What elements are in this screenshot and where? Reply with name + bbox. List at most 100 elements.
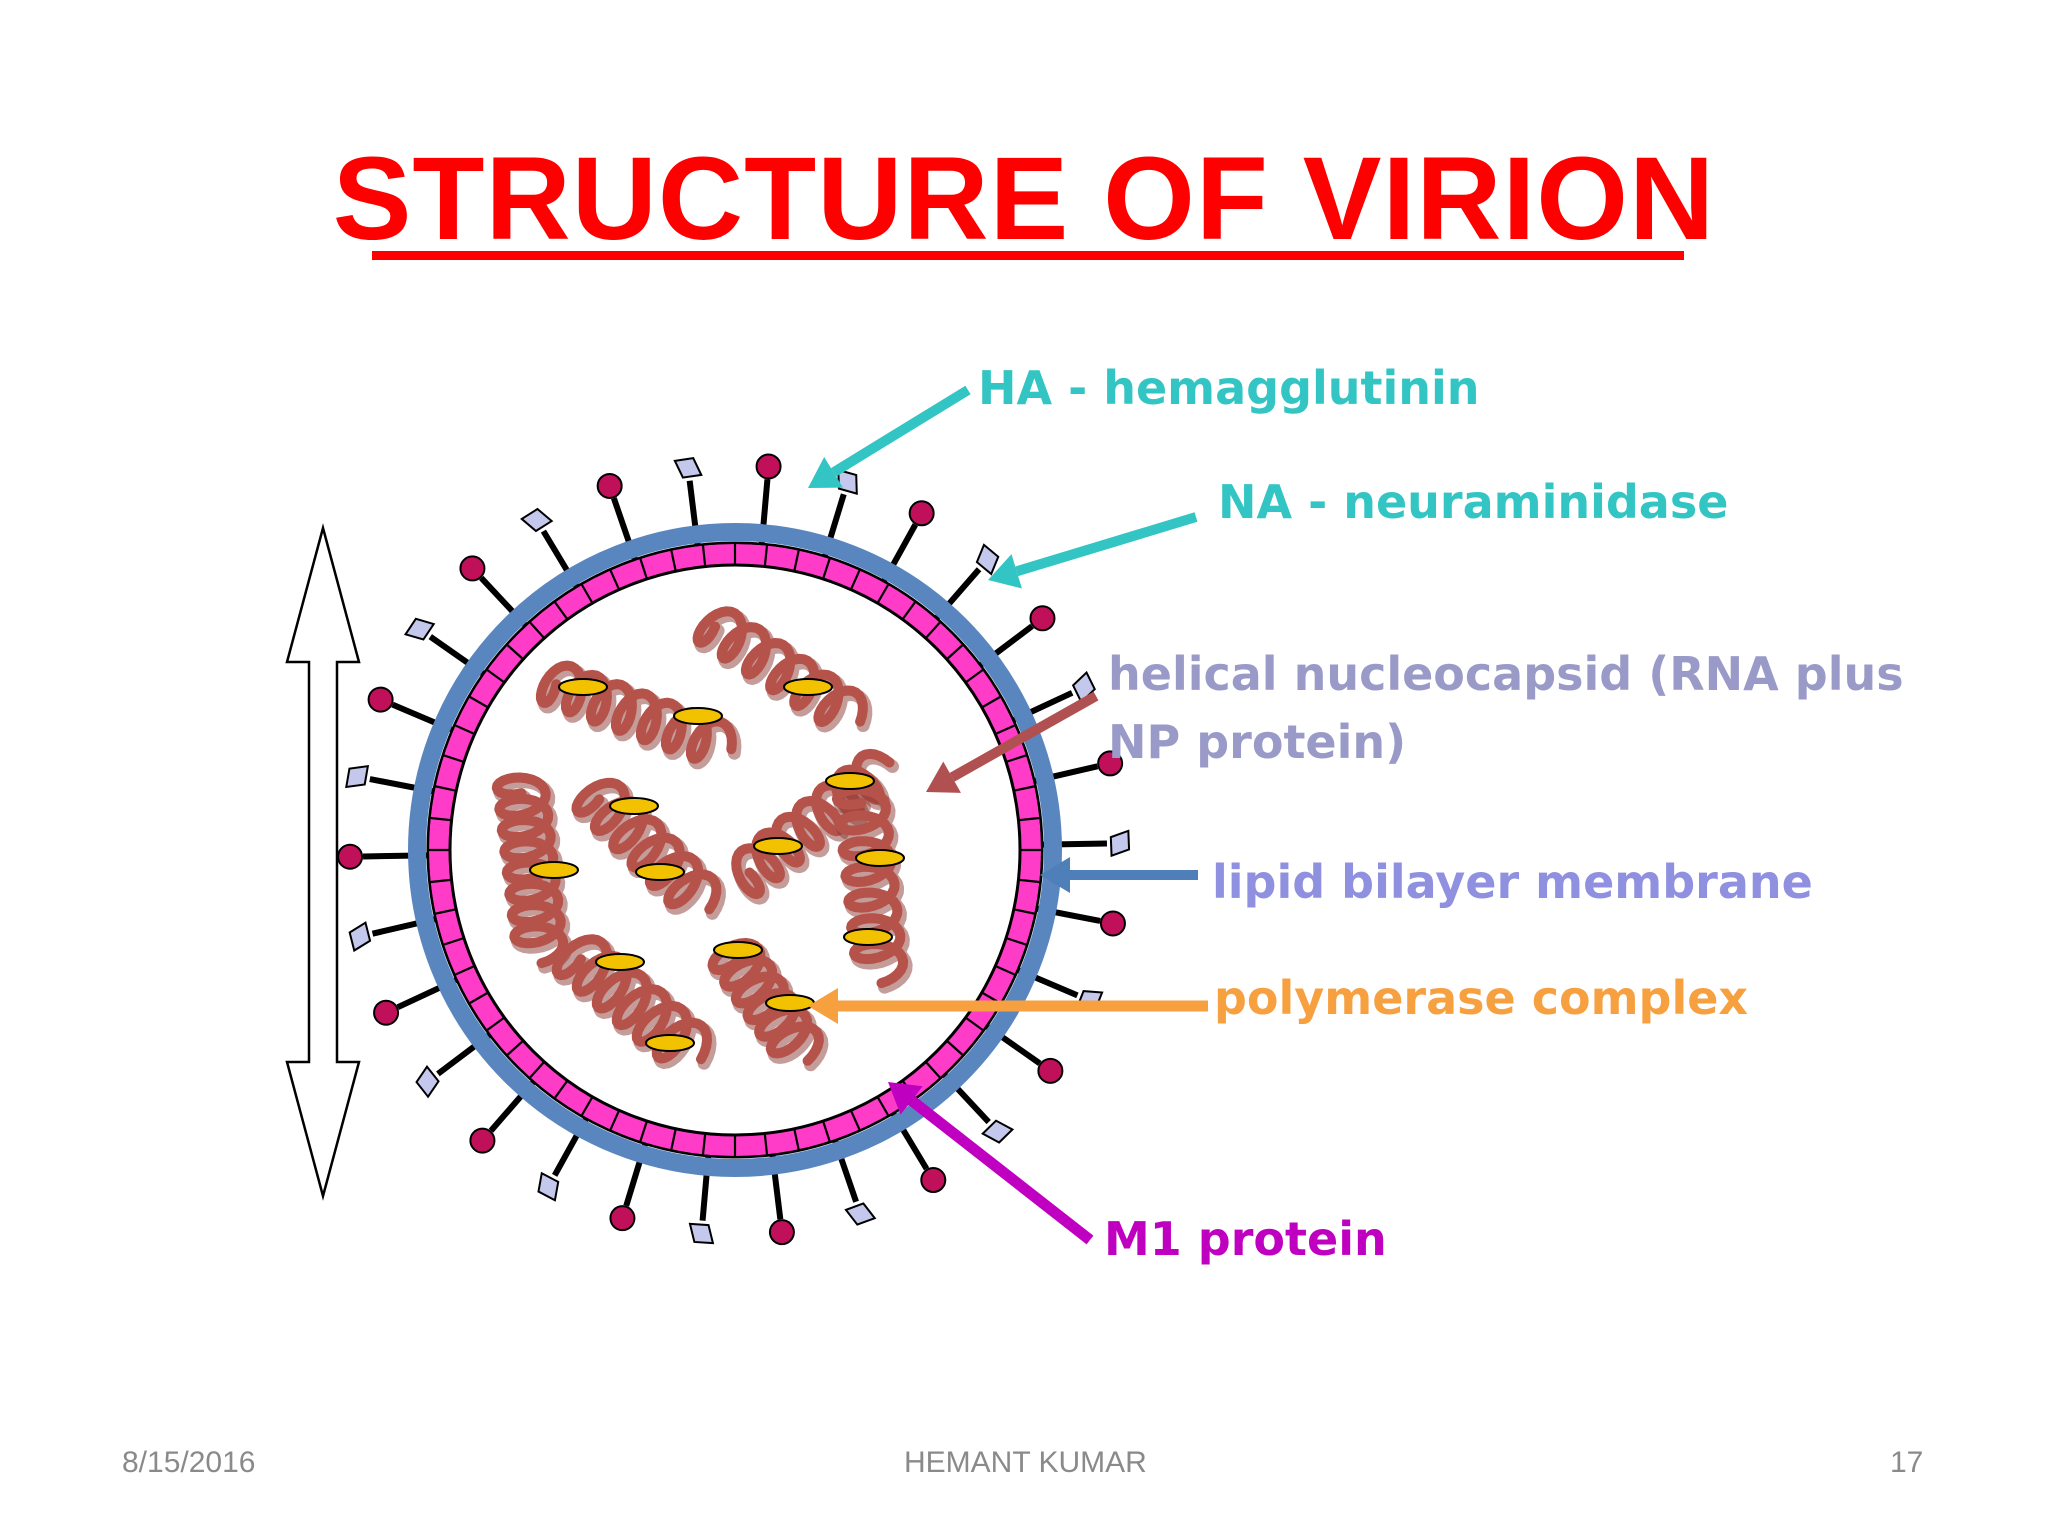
lipid-bilayer-membrane [408,523,1062,1177]
m1-tick [965,669,984,683]
m1-tick [902,601,916,620]
polymerase-complex [765,994,815,1012]
m1-tick [995,724,1015,735]
polymerase-complex [558,678,608,696]
m1-protein-arrow [888,1082,1094,1245]
m1-tick [995,965,1015,976]
slide-title: STRUCTURE OF VIRION [332,133,1716,265]
footer-author: HEMANT KUMAR [904,1446,1147,1479]
lipid-membrane-arrow [1040,857,1198,893]
m1-tick [529,1061,545,1079]
m1-tick [609,1110,620,1130]
m1-tick [443,937,464,946]
ha-spike-head [920,1167,947,1194]
m1-tick [430,816,451,822]
m1-tick [581,584,593,603]
m1-tick [670,550,677,571]
na-spike-head [975,543,1000,576]
ha-spike-head [1097,750,1124,777]
m1-outer-black-ring [427,542,1043,1158]
m1-tick [850,570,861,590]
m1-tick [1006,937,1027,946]
na-arrow [988,512,1198,589]
na-spike-head [345,764,370,789]
m1-tick [455,965,475,976]
m1-tick [925,1061,941,1079]
rna-helix [491,772,573,974]
m1-tick [639,1121,648,1142]
polymerase-complex [673,707,723,725]
ha-spike-head [373,999,400,1026]
m1-tick [435,785,456,792]
polymerase-complex [595,953,645,971]
m1-tick [469,696,488,708]
rna-helix [831,784,913,994]
helical-nucleocapsids [491,606,913,1072]
m1-tick [793,550,800,571]
na-spike-head [415,1065,440,1099]
ha-spike-head [337,843,364,870]
m1-tick [529,621,545,639]
polymerase-arrow [808,988,1208,1024]
ha-spike-head [755,453,782,480]
na-spike-head [520,507,554,533]
diameter-double-arrow [285,523,361,1201]
m1-tick [639,558,648,579]
ha-spike-head [908,500,935,527]
ha-spike-head [1099,910,1126,937]
m1-tick [1019,816,1040,822]
m1-tick [469,992,488,1004]
m1-tick [506,1040,524,1056]
polymerase-complex [843,928,893,946]
polymerase-complex [713,941,763,959]
m1-tick [701,545,707,566]
ha-spike-head [609,1205,636,1232]
m1-tick [946,1040,964,1056]
na-spike-head [981,1119,1015,1144]
na-spike-head [537,1171,560,1202]
ha-spike-head [1029,605,1056,632]
polymerase-complex [529,861,579,879]
polymerase-complex [783,678,833,696]
m1-segment-ticks [429,544,1041,1156]
polymerase-complexes [529,678,905,1052]
m1-tick [435,908,456,915]
label-arrows [808,385,1208,1245]
polymerase-complex [645,1034,695,1052]
m1-tick [1019,878,1040,884]
m1-tick [877,1097,889,1116]
rna-helix [707,938,829,1072]
m1-tick [1014,908,1035,915]
footer-date: 8/15/2016 [122,1446,256,1479]
m1-tick [822,558,831,579]
m1-tick [982,696,1001,708]
ha-spike-head [367,686,394,713]
m1-tick [486,1017,505,1031]
m1-tick [554,601,568,620]
na-spike-head [844,1202,877,1226]
rna-helix [571,777,726,920]
polymerase-complex [753,837,803,855]
m1-tick [793,1129,800,1150]
nucleocapsid-arrow [926,691,1099,793]
m1-tick [763,1134,769,1155]
na-spike-head [1075,990,1104,1011]
m1-protein-label: M1 protein [1104,1212,1387,1266]
m1-tick [443,754,464,763]
rna-helix [692,606,873,733]
ha-spike-head [768,1219,795,1246]
na-spike-head [348,921,372,953]
m1-tick [946,644,964,660]
m1-tick [430,878,451,884]
m1-tick [822,1121,831,1142]
ha-spike-head [1037,1057,1064,1084]
m1-tick [850,1110,861,1130]
footer-page-number: 17 [1890,1446,1924,1479]
na-spike-head [688,1222,715,1245]
m1-tick [877,584,889,603]
m1-tick [763,545,769,566]
na-spike-head [1109,829,1131,858]
m1-tick [486,669,505,683]
m1-tick [609,570,620,590]
